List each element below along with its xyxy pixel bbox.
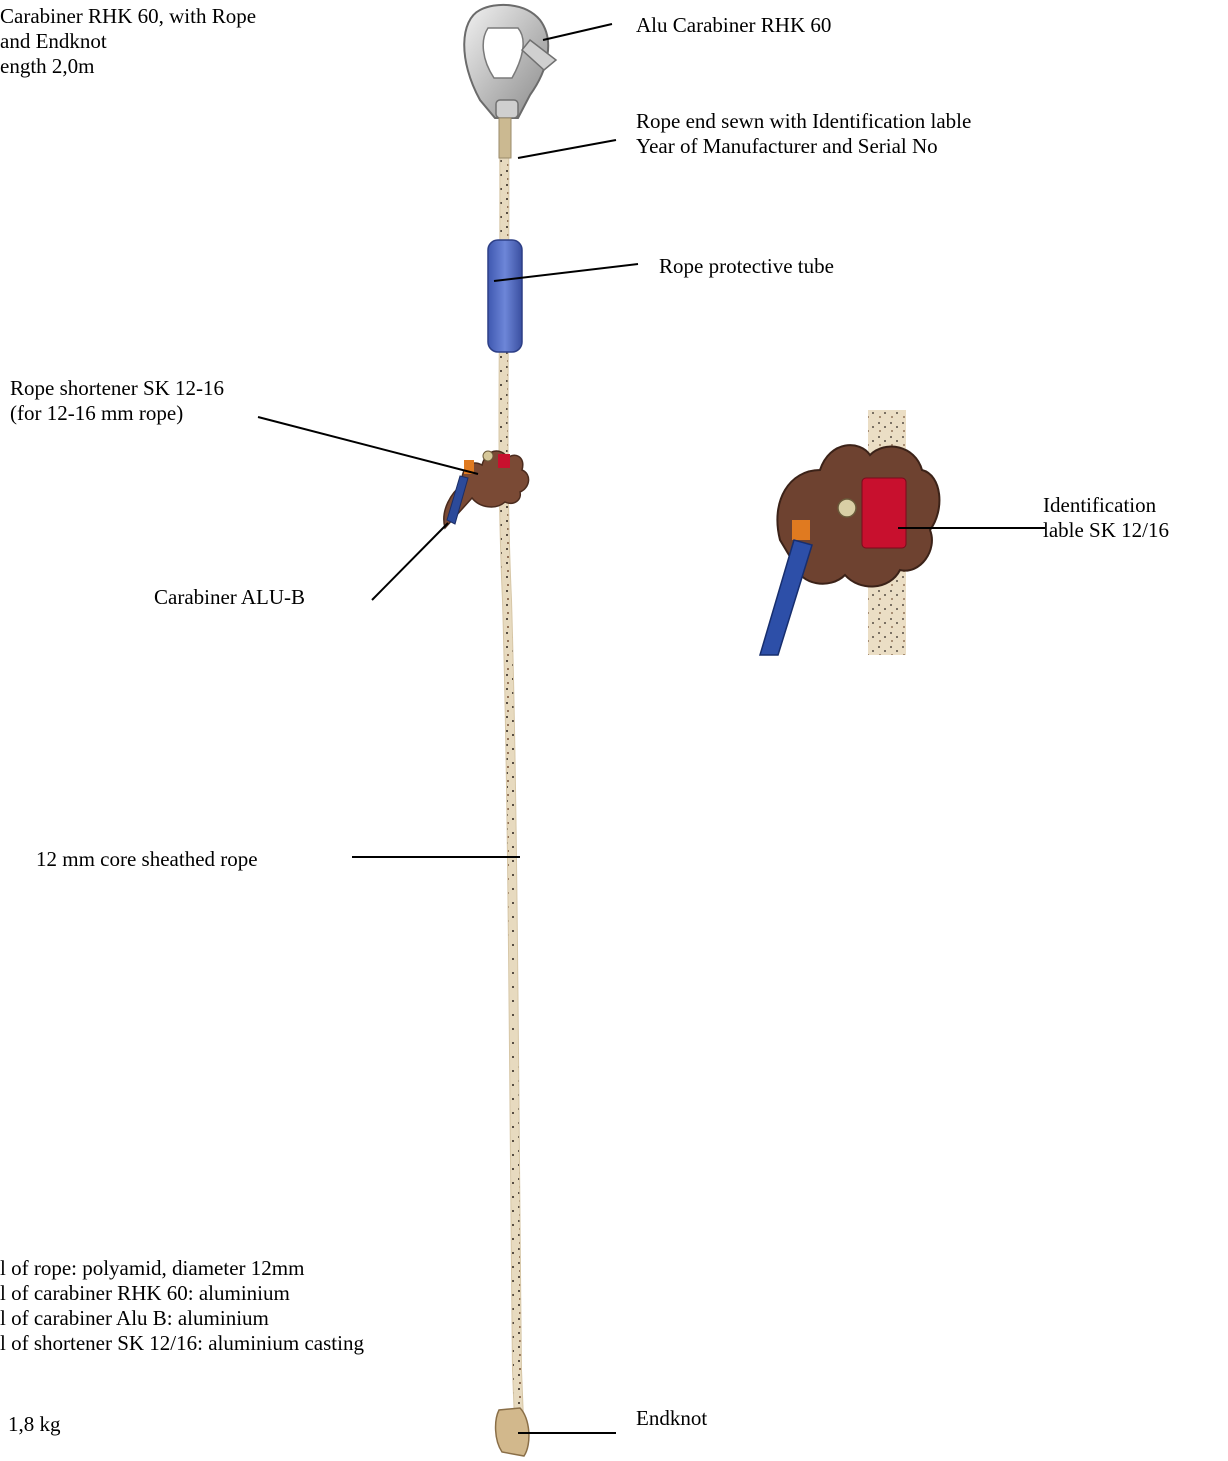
label-rope-end: Rope end sewn with Identification lable …	[636, 109, 971, 159]
label-carabiner-alu-b: Carabiner ALU-B	[154, 585, 305, 610]
label-ident-line-2: lable SK 12/16	[1043, 518, 1169, 543]
carabiner-rhk60-graphic	[464, 5, 556, 118]
sewn-rope-end	[499, 118, 511, 158]
leader-carabiner-alu-b	[372, 523, 448, 600]
label-shortener-line-1: Rope shortener SK 12-16	[10, 376, 224, 401]
label-shortener-line-2: (for 12-16 mm rope)	[10, 401, 224, 426]
label-ident: Identification lable SK 12/16	[1043, 493, 1169, 543]
material-line-1: l of rope: polyamid, diameter 12mm	[0, 1256, 364, 1281]
material-line-2: l of carabiner RHK 60: aluminium	[0, 1281, 364, 1306]
label-rope-end-line-1: Rope end sewn with Identification lable	[636, 109, 971, 134]
label-endknot: Endknot	[636, 1406, 707, 1431]
label-protective-tube: Rope protective tube	[659, 254, 834, 279]
label-rope-end-line-2: Year of Manufacturer and Serial No	[636, 134, 971, 159]
intro-text: Carabiner RHK 60, with Rope and Endknot …	[0, 4, 256, 79]
weight-value: 1,8 kg	[8, 1412, 61, 1437]
intro-line-3: ength 2,0m	[0, 54, 256, 79]
intro-line-1: Carabiner RHK 60, with Rope	[0, 4, 256, 29]
intro-line-2: and Endknot	[0, 29, 256, 54]
material-line-3: l of carabiner Alu B: aluminium	[0, 1306, 364, 1331]
shortener-detail-photo	[750, 410, 945, 655]
label-shortener: Rope shortener SK 12-16 (for 12-16 mm ro…	[10, 376, 224, 426]
materials-list: l of rope: polyamid, diameter 12mm l of …	[0, 1256, 364, 1356]
material-line-4: l of shortener SK 12/16: aluminium casti…	[0, 1331, 364, 1356]
label-carabiner-rhk: Alu Carabiner RHK 60	[636, 13, 831, 38]
leader-rope-end	[518, 140, 616, 158]
rope-shortener-graphic	[444, 451, 529, 528]
protective-tube-graphic	[488, 240, 522, 352]
label-ident-line-1: Identification	[1043, 493, 1169, 518]
leader-carabiner-rhk	[543, 24, 612, 40]
leader-shortener	[258, 417, 478, 474]
label-core-rope: 12 mm core sheathed rope	[36, 847, 258, 872]
